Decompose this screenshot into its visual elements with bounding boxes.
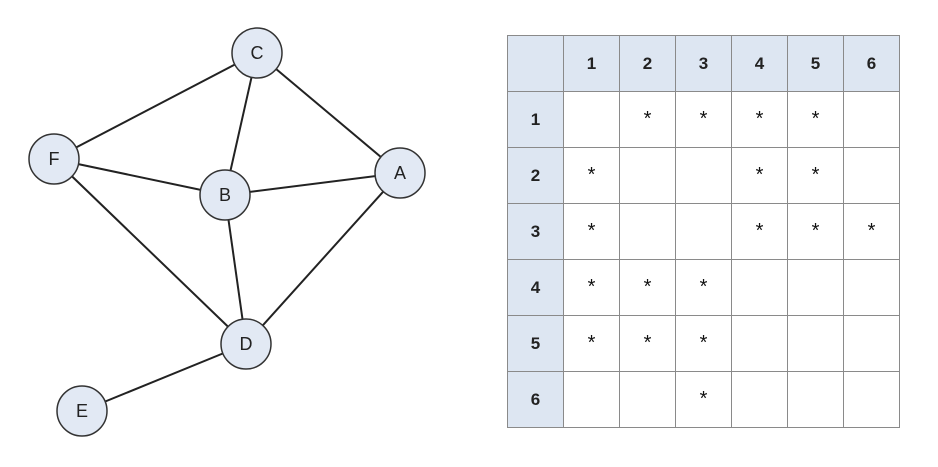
matrix-cell: * (731, 147, 788, 204)
matrix-row-header: 6 (507, 371, 564, 428)
matrix-cell (843, 147, 900, 204)
node-e: E (56, 385, 108, 437)
matrix-column-header: 6 (843, 35, 900, 92)
node-circle (56, 385, 108, 437)
edge-a-d (245, 172, 401, 345)
edge-b-a (224, 172, 401, 196)
matrix-cell: * (731, 91, 788, 148)
matrix-column-header: 5 (787, 35, 844, 92)
matrix-row: 3**** (507, 203, 900, 260)
node-label: B (219, 185, 231, 205)
matrix-cell (731, 259, 788, 316)
matrix-corner-cell (507, 35, 564, 92)
node-label: C (251, 43, 264, 63)
matrix-row: 1**** (507, 91, 900, 148)
node-a: A (374, 147, 426, 199)
matrix-cell (619, 371, 676, 428)
matrix-column-header: 4 (731, 35, 788, 92)
matrix-cell: * (563, 259, 620, 316)
matrix-cell: * (675, 91, 732, 148)
matrix-cell (563, 91, 620, 148)
matrix-column-header: 2 (619, 35, 676, 92)
matrix-cell: * (731, 203, 788, 260)
edge-c-f (53, 52, 258, 160)
matrix-cell (563, 371, 620, 428)
matrix-row-header: 3 (507, 203, 564, 260)
matrix-cell (619, 203, 676, 260)
edge-f-d (53, 158, 247, 345)
graph-nodes: C F B A D E (28, 27, 426, 437)
node-label: F (49, 149, 60, 169)
matrix-cell: * (563, 203, 620, 260)
edge-f-b (53, 158, 226, 196)
matrix-cell: * (675, 259, 732, 316)
matrix-cell (843, 91, 900, 148)
node-circle (231, 27, 283, 79)
matrix-cell: * (619, 259, 676, 316)
matrix-cell (787, 315, 844, 372)
matrix-cell: * (843, 203, 900, 260)
edge-c-a (256, 52, 401, 174)
node-circle (28, 133, 80, 185)
matrix-cell: * (563, 147, 620, 204)
matrix-cell (843, 371, 900, 428)
matrix-cell (731, 371, 788, 428)
matrix-cell (787, 259, 844, 316)
matrix-cell (619, 147, 676, 204)
node-label: A (394, 163, 406, 183)
matrix-row-header: 5 (507, 315, 564, 372)
node-circle (199, 169, 251, 221)
node-circle (374, 147, 426, 199)
matrix-cell (675, 203, 732, 260)
matrix-column-header: 3 (675, 35, 732, 92)
matrix-cell (731, 315, 788, 372)
graph-diagram: C F B A D E (28, 27, 426, 437)
matrix-row: 2*** (507, 147, 900, 204)
matrix-cell (843, 315, 900, 372)
matrix-row-header: 4 (507, 259, 564, 316)
matrix-cell: * (787, 203, 844, 260)
node-b: B (199, 169, 251, 221)
matrix-cell (675, 147, 732, 204)
matrix-cell (787, 371, 844, 428)
matrix-row-header: 2 (507, 147, 564, 204)
matrix-row: 4*** (507, 259, 900, 316)
matrix-cell: * (787, 91, 844, 148)
node-label: D (240, 334, 253, 354)
node-f: F (28, 133, 80, 185)
matrix-cell: * (787, 147, 844, 204)
matrix-cell (843, 259, 900, 316)
matrix-row-header: 1 (507, 91, 564, 148)
matrix-cell: * (563, 315, 620, 372)
node-d: D (220, 318, 272, 370)
matrix-cell: * (619, 91, 676, 148)
matrix-column-header: 1 (563, 35, 620, 92)
node-circle (220, 318, 272, 370)
edge-d-e (81, 343, 247, 412)
matrix-row: 5*** (507, 315, 900, 372)
matrix-row: 6* (507, 371, 900, 428)
node-c: C (231, 27, 283, 79)
matrix-cell: * (675, 371, 732, 428)
node-label: E (76, 401, 88, 421)
matrix-cell: * (675, 315, 732, 372)
matrix-cell: * (619, 315, 676, 372)
